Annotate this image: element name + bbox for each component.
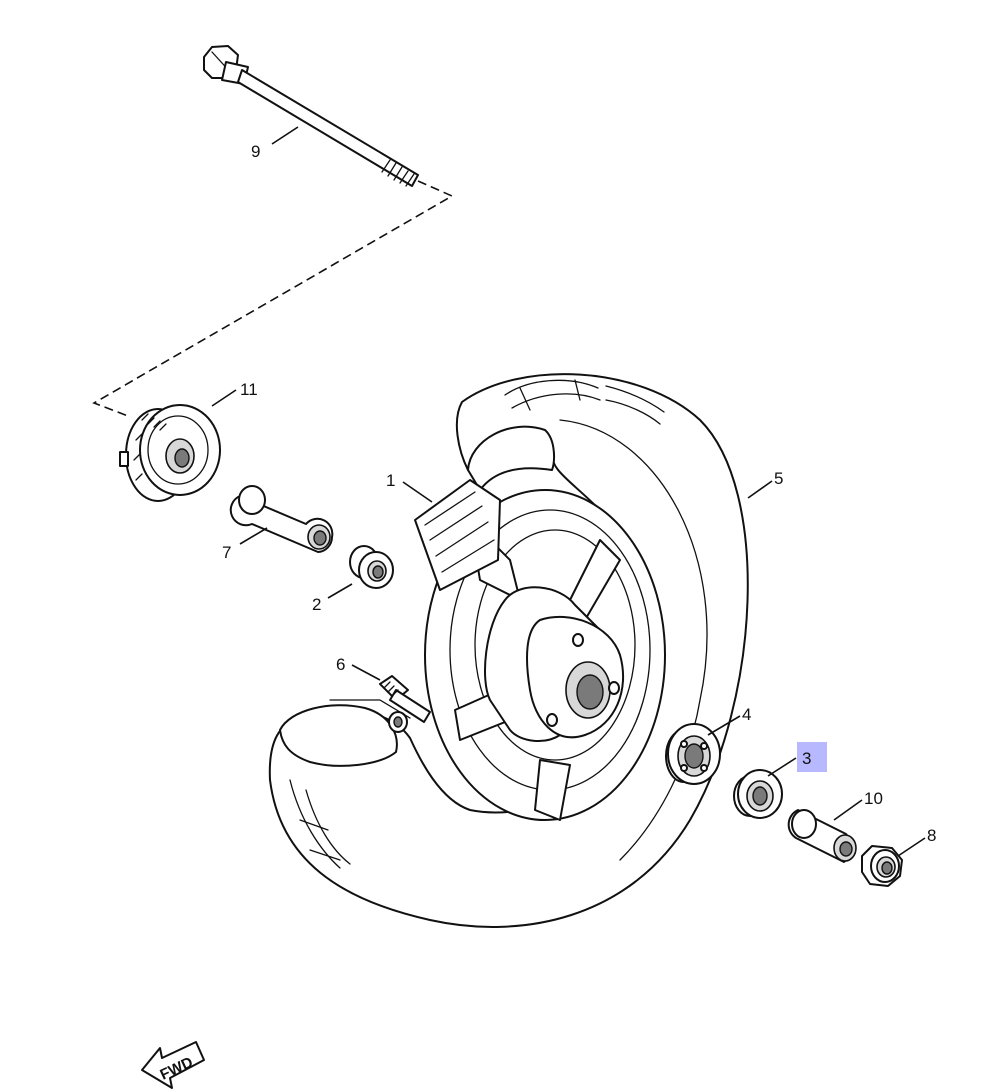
part-3-bearing[interactable] — [733, 769, 783, 819]
part-10-spacer[interactable] — [787, 809, 857, 863]
label-part-2[interactable]: 2 — [312, 595, 321, 614]
assembly-dashed-line — [92, 180, 454, 417]
part-7-spacer[interactable] — [229, 485, 334, 553]
label-part-5[interactable]: 5 — [774, 469, 783, 488]
label-part-6[interactable]: 6 — [336, 655, 345, 674]
label-part-8[interactable]: 8 — [927, 826, 936, 845]
part-1-wheel[interactable] — [414, 479, 666, 821]
label-part-10[interactable]: 10 — [864, 789, 883, 808]
label-part-1[interactable]: 1 — [386, 471, 395, 490]
fwd-arrow-icon: FWD — [141, 1041, 205, 1089]
part-8-nut[interactable] — [861, 845, 903, 887]
label-part-3[interactable]: 3 — [802, 749, 811, 768]
leader-lines — [211, 126, 926, 857]
label-part-7[interactable]: 7 — [222, 543, 231, 562]
part-5-tire[interactable] — [268, 373, 749, 928]
label-part-11[interactable]: 11 — [240, 380, 258, 399]
part-2-collar[interactable] — [349, 545, 394, 589]
label-part-4[interactable]: 4 — [742, 705, 751, 724]
label-part-9[interactable]: 9 — [251, 142, 260, 161]
axle-thread — [381, 159, 415, 187]
part-labels: 9 11 1 5 7 2 6 4 3 10 8 — [222, 142, 936, 845]
part-4-bearing[interactable] — [665, 723, 721, 785]
part-6-valve[interactable] — [329, 675, 431, 733]
part-9-axle-bolt[interactable] — [203, 45, 419, 187]
label-3-highlight — [797, 742, 827, 772]
part-11-collar[interactable] — [119, 404, 221, 502]
